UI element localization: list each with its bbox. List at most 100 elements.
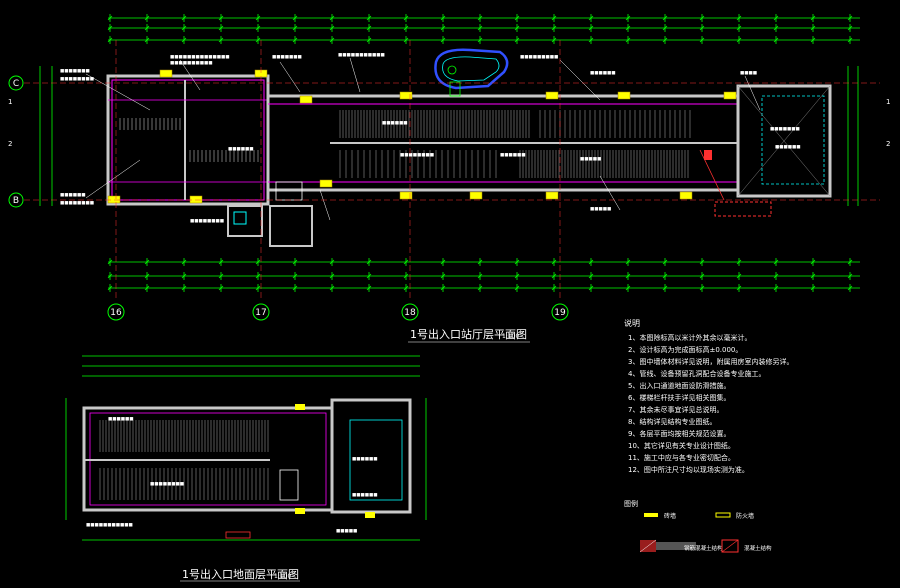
equipment-box (233, 211, 247, 225)
stair-room (269, 205, 313, 247)
ground-vestibule-inner (349, 419, 403, 501)
note-item: 6、楼梯栏杆扶手详见相关图集。 (628, 393, 730, 402)
note-item: 8、结构详见结构专业图纸。 (628, 417, 716, 426)
legend-label-brick: 砖墙 (664, 512, 676, 520)
axis-label-19: 19 (554, 308, 566, 318)
ground-annotation-glyphs: ■■■■■■ ■■■■■■■■ ■■■■■■ ■■■■■■ ■■■■■■■■■■… (86, 417, 378, 534)
column-marker (679, 191, 693, 200)
svg-text:■■■■■■■■: ■■■■■■■■ (60, 201, 94, 206)
right-vestibule-dashed (761, 95, 825, 185)
legend-swatch-concrete (721, 539, 739, 553)
ground-stair-hatch (99, 420, 269, 500)
svg-text:■■■■■■: ■■■■■■ (500, 153, 526, 158)
axis-bubble-16 (107, 303, 125, 321)
axis-bubble-17 (252, 303, 270, 321)
svg-text:■■■■■■■■■■: ■■■■■■■■■■ (170, 61, 213, 66)
dimension-ticks (107, 14, 853, 292)
svg-text:■■■■■: ■■■■■ (590, 207, 611, 212)
upper-plan: ■■■■■■■ ■■■■■■■■ ■■■■■■ ■■■■■■■■ ■■■■■■■… (60, 48, 832, 247)
axis-label-17: 17 (255, 308, 266, 318)
column-marker (545, 191, 559, 200)
svg-text:■■■■■: ■■■■■ (336, 529, 357, 534)
legend-heading: 图例 (624, 499, 638, 508)
column-marker (159, 69, 173, 78)
red-marker (704, 150, 712, 160)
upper-dimension-chains (39, 17, 860, 289)
svg-text:■■■■■■: ■■■■■■ (352, 493, 378, 498)
red-callout-box (714, 201, 772, 217)
note-item: 3、图中墙体材料详见说明，附属用房室内装修另详。 (628, 357, 793, 366)
vent-shaft-inner (442, 56, 500, 82)
svg-text:■■■■■■■■■■■: ■■■■■■■■■■■ (338, 53, 385, 58)
cad-annotation-glyphs: ■■■■■■■ ■■■■■■■■ ■■■■■■ ■■■■■■■■ ■■■■■■■… (60, 53, 801, 224)
column-marker (319, 179, 333, 188)
column-marker (617, 91, 631, 100)
notes-heading: 说明 (624, 318, 640, 328)
svg-text:■■■■■■: ■■■■■■ (382, 121, 408, 126)
svg-text:■■■■■■■■■■■: ■■■■■■■■■■■ (86, 523, 133, 528)
grid-axis-bubbles: 16 17 18 19 C B 1 2 1 2 (8, 75, 890, 321)
note-item: 7、其余未尽事宜详见总说明。 (628, 405, 723, 414)
column-marker (399, 191, 413, 200)
svg-text:■■■■■■: ■■■■■■ (228, 147, 254, 152)
hall-stair-hatch (119, 118, 259, 162)
column-marker (299, 95, 313, 104)
svg-text:■■■■■■■■: ■■■■■■■■ (60, 77, 94, 82)
legend-row-1: 砖墙 防火墙 (644, 512, 754, 520)
vent-shaft-outline (434, 48, 509, 90)
lower-plan: ■■■■■■ ■■■■■■■■ ■■■■■■ ■■■■■■ ■■■■■■■■■■… (65, 355, 427, 541)
equipment-room (227, 205, 263, 237)
axis-label-B: B (13, 196, 19, 206)
svg-text:■■■■■■■: ■■■■■■■ (770, 127, 800, 132)
notes-list: 1、本图除标高以米计外其余以毫米计。 2、设计标高为完成面标高±0.000。 3、图… (628, 333, 793, 474)
legend-swatch-rc-bar (656, 542, 696, 550)
row-number-right-2: 2 (886, 140, 890, 148)
escalator-hatch (339, 110, 691, 178)
notes-block: 说明 1、本图除标高以米计外其余以毫米计。 2、设计标高为完成面标高±0.000。… (624, 318, 793, 474)
svg-text:■■■■■■■■: ■■■■■■■■ (150, 482, 184, 487)
legend-label-firewall: 防火墙 (736, 512, 754, 520)
note-item: 2、设计标高为完成面标高±0.000。 (628, 345, 742, 354)
axis-bubble-B (8, 192, 24, 208)
note-item: 12、图中所注尺寸均以现场实测为准。 (628, 465, 749, 474)
column-marker (399, 91, 413, 100)
void-diagonal-b (737, 85, 831, 197)
svg-text:■■■■■■■■: ■■■■■■■■ (190, 219, 224, 224)
svg-text:■■■■■■■■: ■■■■■■■■ (400, 153, 434, 158)
svg-text:■■■■■■: ■■■■■■ (60, 193, 86, 198)
legend-block: 图例 砖墙 防火墙 钢筋混凝土结构 混凝土结构 (624, 499, 772, 553)
ground-small-room (279, 469, 299, 501)
right-vestibule-walls (736, 84, 832, 198)
lower-plan-title: 1号出入口地面层平面图 (182, 567, 299, 581)
vent-marker (447, 65, 457, 75)
svg-text:■■■■■■: ■■■■■■ (352, 457, 378, 462)
svg-text:■■■■■■■: ■■■■■■■ (60, 69, 90, 74)
column-markers (107, 69, 737, 204)
row-number-left-2: 2 (8, 140, 12, 148)
svg-text:■■■■■■: ■■■■■■ (775, 145, 801, 150)
legend-swatch-brick (644, 513, 658, 517)
row-number-right-1: 1 (886, 98, 890, 106)
svg-text:■■■■■■: ■■■■■■ (108, 417, 134, 422)
svg-text:■■■■■■■■■: ■■■■■■■■■ (520, 55, 558, 60)
vent-riser (449, 81, 461, 97)
column-marker (107, 195, 121, 204)
axis-bubble-18 (401, 303, 419, 321)
column-marker (189, 195, 203, 204)
note-item: 11、施工中应与各专业密切配合。 (628, 453, 735, 462)
grid-lines (24, 40, 880, 300)
lower-plan-scale: 1:100 (274, 573, 291, 580)
column-marker (723, 91, 737, 100)
svg-text:■■■■■■■: ■■■■■■■ (272, 55, 302, 60)
ground-column-markers (295, 404, 375, 518)
svg-text:■■■■■■■■■■■■■■: ■■■■■■■■■■■■■■ (170, 55, 230, 60)
note-item: 1、本图除标高以米计外其余以毫米计。 (628, 333, 751, 342)
note-item: 5、出入口通道地面设防滑措施。 (628, 381, 730, 390)
column-marker (469, 191, 483, 200)
legend-label-concrete: 混凝土结构 (744, 544, 772, 552)
note-item: 4、管线、设备预留孔洞配合设备专业施工。 (628, 369, 765, 378)
axis-label-C: C (13, 79, 19, 89)
legend-swatch-firewall (715, 512, 731, 518)
